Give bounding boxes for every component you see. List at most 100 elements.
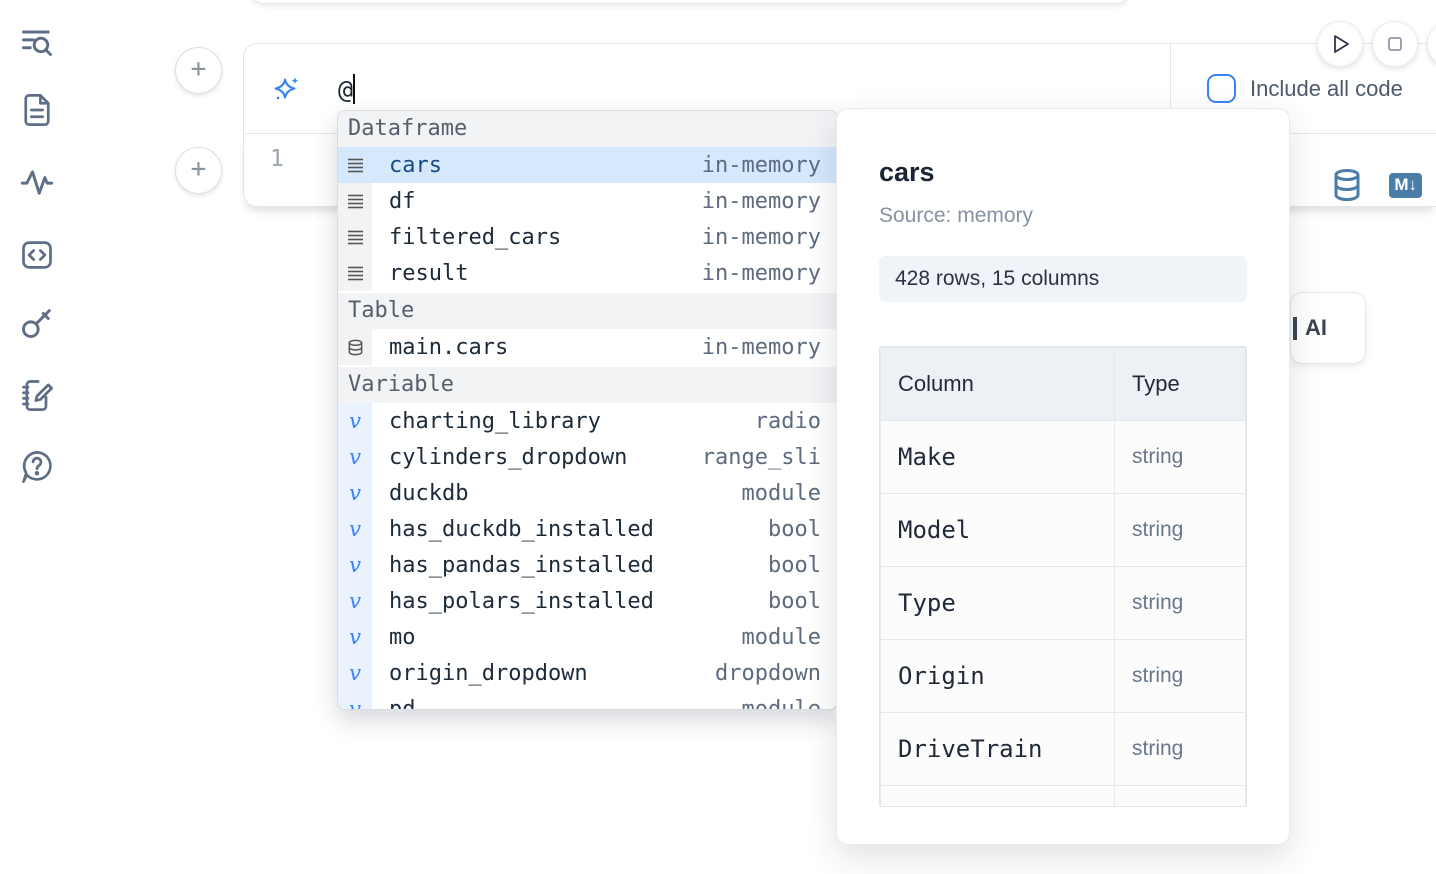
item-name: mo [389, 624, 416, 650]
item-detail: module [741, 696, 821, 710]
item-name: df [389, 188, 416, 214]
item-name: has_duckdb_installed [389, 516, 654, 542]
include-all-code-label[interactable]: Include all code [1250, 75, 1403, 101]
menu-lines-icon [338, 219, 372, 255]
autocomplete-item-pd[interactable]: v pd module [338, 691, 837, 710]
item-name: result [389, 260, 469, 286]
autocomplete-item-df[interactable]: df in-memory [338, 183, 837, 219]
include-all-code-checkbox[interactable] [1207, 74, 1236, 103]
menu-lines-icon [338, 183, 372, 219]
markdown-icon[interactable]: M↓ [1389, 172, 1422, 198]
item-name: cylinders_dropdown [389, 444, 628, 470]
item-name: cars [389, 152, 442, 178]
variable-icon: v [338, 619, 372, 655]
schema-row-Model: Model string [880, 493, 1246, 567]
item-detail: bool [768, 588, 821, 614]
variable-icon: v [338, 439, 372, 475]
item-detail: in-memory [701, 188, 821, 214]
code-snippets-icon[interactable] [19, 237, 55, 273]
column-name: DriveTrain [898, 735, 1043, 763]
column-type: string [1132, 591, 1184, 614]
variable-icon: v [338, 547, 372, 583]
item-detail: in-memory [701, 224, 821, 250]
variable-icon: v [338, 691, 372, 709]
activity-icon[interactable] [19, 164, 55, 200]
autocomplete-item-result[interactable]: result in-memory [338, 255, 837, 291]
item-name: has_pandas_installed [389, 552, 654, 578]
column-name: Model [898, 516, 971, 544]
autocomplete-item-cars[interactable]: cars in-memory [338, 147, 837, 183]
shape-badge: 428 rows, 15 columns [879, 256, 1247, 302]
schema-row-clipped [880, 785, 1246, 806]
item-name: pd [389, 696, 416, 710]
schema-header-column: Column [880, 347, 1115, 421]
menu-lines-icon [338, 255, 372, 291]
database-icon [338, 329, 372, 365]
item-name: filtered_cars [389, 224, 562, 250]
item-name: has_polars_installed [389, 588, 654, 614]
dataframe-preview-panel: cars Source: memory 428 rows, 15 columns… [836, 108, 1290, 845]
column-type: string [1132, 664, 1184, 687]
item-detail: range_sli [701, 444, 821, 470]
preview-title: cars [879, 157, 935, 187]
column-name: Origin [898, 662, 985, 690]
item-detail: dropdown [715, 660, 821, 686]
scratchpad-icon[interactable] [19, 377, 55, 413]
ai-prompt-input[interactable]: @ [244, 44, 1170, 133]
item-detail: in-memory [701, 152, 821, 178]
column-type: string [1132, 445, 1184, 468]
preview-source: Source: memory [879, 204, 1034, 227]
variable-icon: v [338, 655, 372, 691]
clipped-letter [1293, 316, 1297, 340]
run-cell-button[interactable] [1317, 21, 1363, 67]
toc-search-icon[interactable] [19, 23, 55, 59]
autocomplete-item-cylinders_dropdown[interactable]: v cylinders_dropdown range_sli [338, 439, 837, 475]
column-name: Type [898, 589, 956, 617]
stop-icon [1388, 37, 1402, 51]
variable-icon: v [338, 511, 372, 547]
include-all-code-group: Include all code [1170, 44, 1436, 133]
menu-lines-icon [347, 158, 363, 172]
database-icon [348, 339, 362, 355]
item-name: charting_library [389, 408, 601, 434]
item-detail: in-memory [701, 260, 821, 286]
database-icon[interactable] [1332, 168, 1362, 202]
ai-typed-text: @ [338, 73, 356, 104]
schema-header-type: Type [1114, 347, 1246, 421]
autocomplete-item-origin_dropdown[interactable]: v origin_dropdown dropdown [338, 655, 837, 691]
schema-row-Type: Type string [880, 566, 1246, 640]
help-chat-icon[interactable] [19, 449, 55, 485]
autocomplete-item-filtered_cars[interactable]: filtered_cars in-memory [338, 219, 837, 255]
item-name: main.cars [389, 334, 509, 360]
column-type: string [1132, 518, 1184, 541]
stop-cell-button[interactable] [1372, 21, 1418, 67]
menu-lines-icon [338, 147, 372, 183]
add-cell-button-bottom[interactable]: + [175, 147, 222, 194]
schema-row-Make: Make string [880, 420, 1246, 494]
column-name: Make [898, 443, 956, 471]
file-icon[interactable] [19, 92, 55, 128]
autocomplete-item-has_polars_installed[interactable]: v has_polars_installed bool [338, 583, 837, 619]
key-icon[interactable] [19, 305, 55, 341]
variable-icon: v [338, 583, 372, 619]
menu-lines-icon [347, 194, 363, 208]
play-icon [1334, 35, 1349, 53]
variable-icon: v [338, 475, 372, 511]
autocomplete-section-header: Variable [338, 367, 837, 403]
text-cursor [353, 73, 356, 104]
ai-generate-button-fragment[interactable]: AI [1290, 292, 1366, 364]
item-name: origin_dropdown [389, 660, 588, 686]
item-detail: module [741, 480, 821, 506]
add-cell-button-top[interactable]: + [175, 47, 222, 94]
